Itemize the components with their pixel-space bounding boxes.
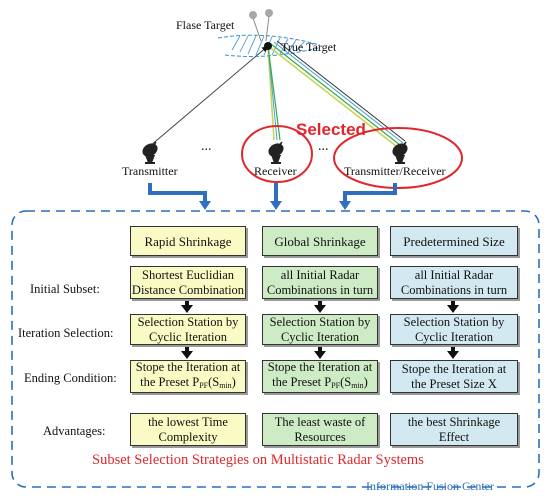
true-target-label: True Target <box>281 40 337 54</box>
header-label: Predetermined Size <box>403 233 505 249</box>
cell-advantage-global: The least waste of Resources <box>262 413 378 446</box>
cell-line: Cyclic Iteration <box>280 329 360 344</box>
cell-iteration-rapid: Selection Station by Cyclic Iteration <box>130 314 246 345</box>
receiver-selection-ellipse <box>241 125 313 183</box>
ellipsis-right: ... <box>318 139 329 154</box>
cell-iteration-global: Selection Station by Cyclic Iteration <box>262 314 378 345</box>
signal-paths <box>149 40 406 147</box>
fusion-center-label: Information Fusion Center <box>366 479 494 493</box>
header-rapid-shrinkage: Rapid Shrinkage <box>130 226 246 256</box>
cell-line: the lowest Time <box>148 414 228 429</box>
subscript-min: min <box>219 381 232 390</box>
ellipsis-left: ... <box>201 139 212 154</box>
cell-line: all Initial Radar <box>280 267 360 282</box>
cell-initial-predetermined: all Initial Radar Combinations in turn <box>390 266 518 299</box>
cell-text: the Preset P <box>272 375 332 389</box>
header-predetermined-size: Predetermined Size <box>390 226 518 256</box>
receiver-label: Receiver <box>254 164 297 178</box>
cell-text: ) <box>231 375 236 389</box>
uplink-arrowhead-3 <box>339 201 351 210</box>
cell-line: the Preset PPF(Smin) <box>272 375 368 393</box>
transmitter-label: Transmitter <box>122 164 178 178</box>
uplink-arrowhead-1 <box>199 201 211 210</box>
true-target-dot <box>264 42 272 50</box>
cell-text: the Preset P <box>140 375 200 389</box>
receiver-antenna-icon <box>268 141 284 164</box>
row-label-initial-subset: Initial Subset: <box>30 282 100 296</box>
cell-line: Cyclic Iteration <box>414 329 494 344</box>
uplink-arrows <box>148 183 397 202</box>
cell-line: Stope the Iteration at <box>135 360 241 374</box>
header-global-shrinkage: Global Shrinkage <box>262 226 378 256</box>
cell-line: the Preset Size X <box>411 376 497 391</box>
false-target-marks <box>249 9 273 42</box>
false-target-label: Flase Target <box>176 18 235 32</box>
cell-initial-rapid: Shortest Euclidian Distance Combination <box>130 266 246 299</box>
cell-line: Combinations in turn <box>400 282 508 297</box>
strategies-caption: Subset Selection Strategies on Multistat… <box>92 452 424 468</box>
header-label: Global Shrinkage <box>274 233 366 249</box>
fusion-center-box <box>11 210 540 488</box>
cell-advantage-predetermined: the best Shrinkage Effect <box>390 413 518 446</box>
cell-line: Selection Station by <box>137 314 239 329</box>
selected-label: Selected <box>296 120 366 139</box>
cell-line: Combinations in turn <box>266 282 374 297</box>
header-label: Rapid Shrinkage <box>144 233 232 249</box>
subscript-min: min <box>351 381 364 390</box>
subscript-pf: PF <box>199 381 209 390</box>
cell-line: all Initial Radar <box>414 267 494 282</box>
cell-ending-rapid: Stope the Iteration at the Preset PPF(Sm… <box>130 360 246 393</box>
cell-line: the best Shrinkage <box>407 414 501 429</box>
cell-advantage-rapid: the lowest Time Complexity <box>130 413 246 446</box>
cell-line: Stope the Iteration at <box>401 361 507 376</box>
transmitter-receiver-antenna-icon <box>392 141 408 164</box>
txrx-selection-ellipse <box>333 127 463 189</box>
transmitter-receiver-label: Transmitter/Receiver <box>344 164 446 178</box>
cell-text: (S <box>208 375 220 389</box>
cell-line: Effect <box>438 429 470 444</box>
cell-line: Stope the Iteration at <box>267 360 373 374</box>
cell-line: the Preset PPF(Smin) <box>140 375 236 393</box>
subscript-pf: PF <box>331 381 341 390</box>
cell-line: Shortest Euclidian <box>142 267 234 282</box>
cell-text: ) <box>363 375 368 389</box>
cell-initial-global: all Initial Radar Combinations in turn <box>262 266 378 299</box>
cell-line: The least waste of <box>274 414 366 429</box>
cell-text: (S <box>340 375 352 389</box>
cell-line: Selection Station by <box>403 314 505 329</box>
cell-ending-global: Stope the Iteration at the Preset PPF(Sm… <box>262 360 378 393</box>
row-label-iteration-selection: Iteration Selection: <box>18 326 114 340</box>
row-label-ending-condition: Ending Condition: <box>24 371 117 385</box>
cell-line: Complexity <box>158 429 218 444</box>
row-label-advantages: Advantages: <box>43 424 106 438</box>
cell-line: Selection Station by <box>269 314 371 329</box>
uplink-arrowhead-2 <box>270 201 282 210</box>
cell-iteration-predetermined: Selection Station by Cyclic Iteration <box>390 314 518 345</box>
transmitter-antenna-icon <box>142 141 158 164</box>
cell-line: Cyclic Iteration <box>148 329 228 344</box>
cell-line: Distance Combination <box>131 282 245 297</box>
cell-ending-predetermined: Stope the Iteration at the Preset Size X <box>390 360 518 393</box>
cell-line: Resources <box>294 429 346 444</box>
flow-arrows <box>181 298 459 359</box>
